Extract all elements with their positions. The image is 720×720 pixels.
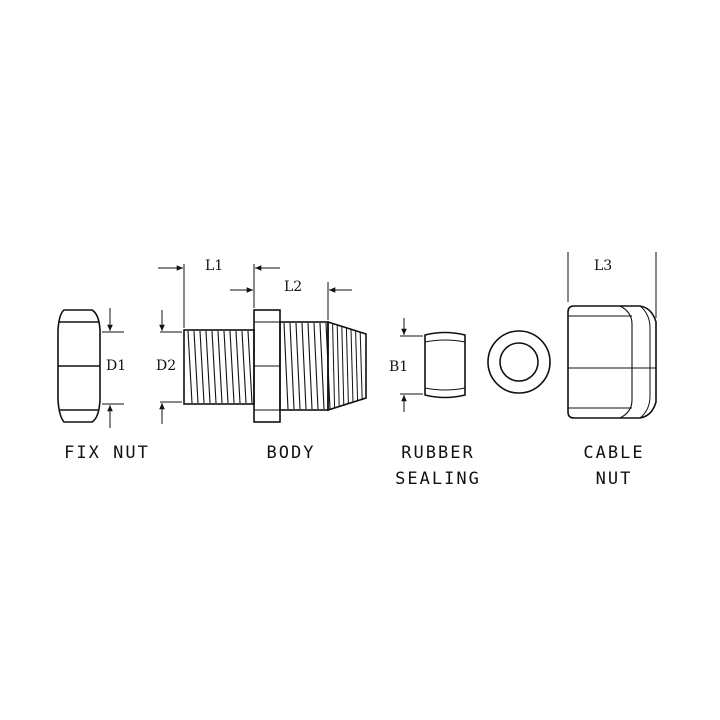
fix-nut-outline xyxy=(57,309,101,423)
cable-nut-part xyxy=(567,305,657,419)
thread-line xyxy=(205,330,211,404)
clamp-finger-line xyxy=(332,323,336,409)
thread-line xyxy=(301,322,307,410)
caption-rubber-line2: SEALING xyxy=(395,469,481,489)
dimension-label-b1: B1 xyxy=(389,359,408,375)
rubber-sealing-part xyxy=(424,331,466,399)
caption-cable-line2: NUT xyxy=(595,469,633,489)
thread-line xyxy=(223,330,229,404)
thread-line xyxy=(187,330,193,404)
clamp-finger-line xyxy=(341,326,345,406)
thread-line xyxy=(217,330,223,404)
caption-rubber-sealing: RUBBER SEALING xyxy=(380,440,496,492)
thread-line xyxy=(289,322,295,410)
fix-nut-part xyxy=(57,309,101,423)
body-clamp-cone xyxy=(327,320,367,412)
rubber-seal-side xyxy=(424,331,466,399)
thread-line xyxy=(229,330,235,404)
body-thread-lines-right xyxy=(283,322,331,410)
body-thread-lines-left xyxy=(187,330,253,404)
dimension-d2 xyxy=(159,310,182,424)
caption-rubber-line1: RUBBER xyxy=(401,443,475,463)
thread-line xyxy=(199,330,205,404)
dimension-d1 xyxy=(102,308,124,428)
dimension-l2 xyxy=(230,282,352,320)
clamp-finger-line xyxy=(336,324,340,408)
dimension-label-l3: L3 xyxy=(594,258,612,274)
thread-line xyxy=(295,322,301,410)
caption-fix-nut: FIX NUT xyxy=(52,440,162,466)
clamp-finger-line xyxy=(350,329,354,403)
thread-line xyxy=(235,330,241,404)
thread-line xyxy=(283,322,289,410)
cable-nut-outline xyxy=(567,305,657,419)
dimension-label-d1: D1 xyxy=(106,358,126,374)
dimension-label-d2: D2 xyxy=(156,358,176,374)
caption-fix-nut-text: FIX NUT xyxy=(64,443,150,463)
dimension-label-l1: L1 xyxy=(205,258,223,274)
clamp-finger-line xyxy=(355,330,359,402)
dimension-label-l2: L2 xyxy=(284,279,302,295)
rubber-sealing-ring xyxy=(487,330,551,394)
dimension-b1 xyxy=(400,318,423,412)
thread-line xyxy=(247,330,253,404)
caption-cable-nut: CABLE NUT xyxy=(566,440,662,492)
body-clamp-fingers xyxy=(332,323,363,409)
ring-inner xyxy=(499,342,539,382)
body-part xyxy=(183,309,367,423)
ring-outer xyxy=(487,330,551,394)
thread-line xyxy=(193,330,199,404)
clamp-finger-line xyxy=(345,327,349,405)
thread-line xyxy=(241,330,247,404)
clamp-finger-line xyxy=(359,332,363,400)
thread-line xyxy=(307,322,313,410)
thread-line xyxy=(211,330,217,404)
caption-cable-line1: CABLE xyxy=(583,443,645,463)
thread-line xyxy=(313,322,319,410)
dimension-l3 xyxy=(567,252,657,318)
caption-body-text: BODY xyxy=(266,443,316,463)
caption-body: BODY xyxy=(246,440,336,466)
thread-line xyxy=(319,322,325,410)
